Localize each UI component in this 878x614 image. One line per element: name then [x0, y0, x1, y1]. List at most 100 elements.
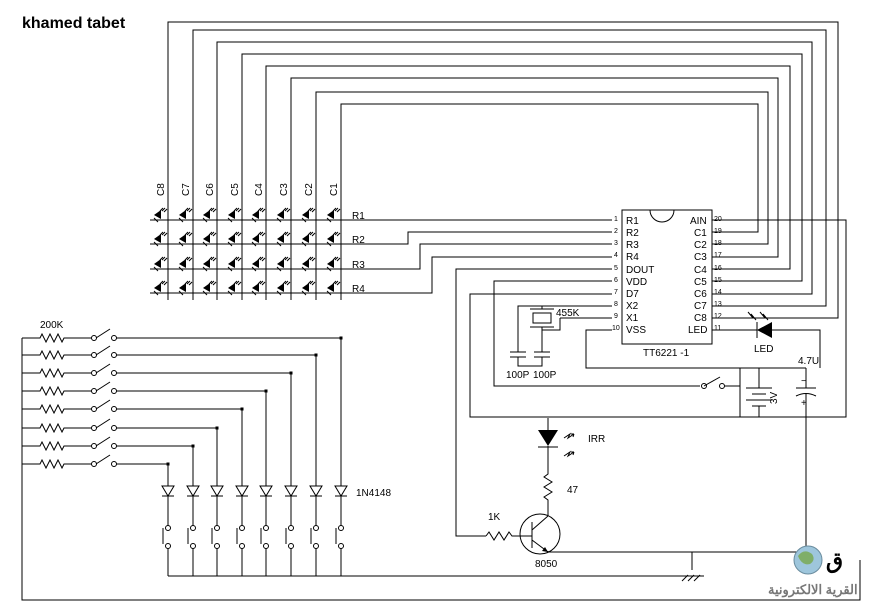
ir-resistor	[543, 460, 553, 504]
column-trace	[265, 65, 791, 300]
battery-3v	[739, 367, 786, 417]
matrix-key	[326, 256, 341, 272]
column-trace	[216, 41, 813, 300]
ic-pin-no-9: 9	[614, 313, 618, 320]
column-traces	[167, 21, 839, 319]
ic-pin-c4: C4	[694, 265, 707, 276]
ic-pin-c7: C7	[694, 301, 707, 312]
column-trace	[340, 103, 759, 300]
ic-pin-no-10: 10	[612, 325, 620, 332]
ic-pin-vss: VSS	[626, 325, 646, 336]
matrix-key	[178, 256, 193, 272]
col-label-c3: C3	[279, 183, 290, 196]
ic-pin-no-1: 1	[614, 216, 618, 223]
diode-row	[161, 485, 348, 576]
row-label-r2: R2	[352, 235, 365, 246]
bank-row	[22, 345, 318, 486]
diode	[235, 485, 249, 576]
diode	[259, 485, 273, 576]
ic-pin-no-19: 19	[714, 228, 722, 235]
matrix-key	[251, 256, 266, 272]
electrolytic-label: 4.7U	[798, 356, 819, 367]
crystal-label: 455K	[556, 308, 580, 319]
battery-label: 3V	[769, 391, 780, 404]
matrix-key	[326, 231, 341, 247]
matrix-key	[153, 256, 168, 272]
cap-plus: +	[801, 398, 807, 409]
bank-row	[22, 436, 195, 486]
col-label-c4: C4	[254, 183, 265, 196]
ic-left-pin-labels: R1 R2 R3 R4 DOUT VDD D7 X2 X1 VSS 1 2 3 …	[612, 216, 654, 336]
matrix-key	[301, 231, 316, 247]
matrix-key	[326, 207, 341, 223]
ic-right-pin-labels: AIN C1 C2 C3 C4 C5 C6 C7 C8 LED 20 19 18…	[688, 216, 722, 336]
matrix-key	[178, 207, 193, 223]
indicator-led	[712, 311, 821, 368]
ic-pin-r1: R1	[626, 216, 639, 227]
column-trace	[192, 29, 827, 307]
ic-pin-c3: C3	[694, 252, 707, 263]
ir-led-label: IRR	[588, 434, 605, 445]
dout-trace	[455, 268, 612, 537]
matrix-key	[227, 256, 242, 272]
column-trace	[241, 53, 803, 300]
cap2-label: 100P	[533, 370, 557, 381]
diode	[161, 485, 175, 576]
matrix-key	[251, 231, 266, 247]
diode	[309, 485, 323, 576]
ic-tt6221: TT6221 -1	[621, 209, 713, 359]
ic-pin-c6: C6	[694, 289, 707, 300]
resistor-bank-label: 200K	[40, 320, 64, 331]
bank-row	[22, 418, 219, 486]
matrix-key	[276, 231, 291, 247]
col-label-c5: C5	[230, 183, 241, 196]
ic-pin-no-2: 2	[614, 228, 618, 235]
ic-pin-vdd: VDD	[626, 277, 647, 288]
row-traces	[150, 219, 612, 294]
diode-label: 1N4148	[356, 488, 391, 499]
ic-pin-no-4: 4	[614, 252, 618, 259]
ic-pin-led: LED	[688, 325, 707, 336]
outer-bus	[21, 338, 861, 601]
ic-pin-no-3: 3	[614, 240, 618, 247]
ic-pin-r3: R3	[626, 240, 639, 251]
site-logo: ق القرية الالكترونية	[768, 545, 858, 598]
ic-pin-no-17: 17	[714, 252, 722, 259]
ic-pin-c2: C2	[694, 240, 707, 251]
matrix-key	[178, 231, 193, 247]
matrix-key	[227, 207, 242, 223]
resistor-switch-bank	[22, 328, 343, 486]
diode	[186, 485, 200, 576]
matrix-key	[326, 280, 341, 296]
ic-pin-no-5: 5	[614, 265, 618, 272]
ic-pin-c8: C8	[694, 313, 707, 324]
diagram-title: khamed tabet	[22, 15, 126, 32]
ic-name: TT6221 -1	[643, 348, 690, 359]
row-trace	[350, 231, 612, 245]
ic-pin-no-13: 13	[714, 301, 722, 308]
matrix-key	[301, 280, 316, 296]
diode	[210, 485, 224, 576]
ic-pin-no-6: 6	[614, 277, 618, 284]
column-trace	[290, 77, 779, 300]
matrix-key	[202, 256, 217, 272]
column-trace	[167, 21, 839, 319]
power-switch	[701, 376, 740, 389]
capacitors-100p	[510, 351, 550, 367]
crystal-455k	[517, 305, 612, 352]
column-trace	[315, 91, 769, 300]
matrix-key	[251, 207, 266, 223]
transistor-8050	[519, 504, 561, 555]
ir-led	[538, 418, 575, 460]
row-label-r4: R4	[352, 284, 365, 295]
matrix-key	[227, 280, 242, 296]
matrix-key	[153, 207, 168, 223]
col-label-c8: C8	[156, 183, 167, 196]
matrix-key	[301, 256, 316, 272]
ir-resistor-label: 47	[567, 485, 579, 496]
matrix-key	[227, 231, 242, 247]
bank-row	[22, 454, 170, 486]
ic-pin-no-12: 12	[714, 313, 722, 320]
cap-minus: −	[801, 376, 807, 387]
ic-pin-no-8: 8	[614, 301, 618, 308]
